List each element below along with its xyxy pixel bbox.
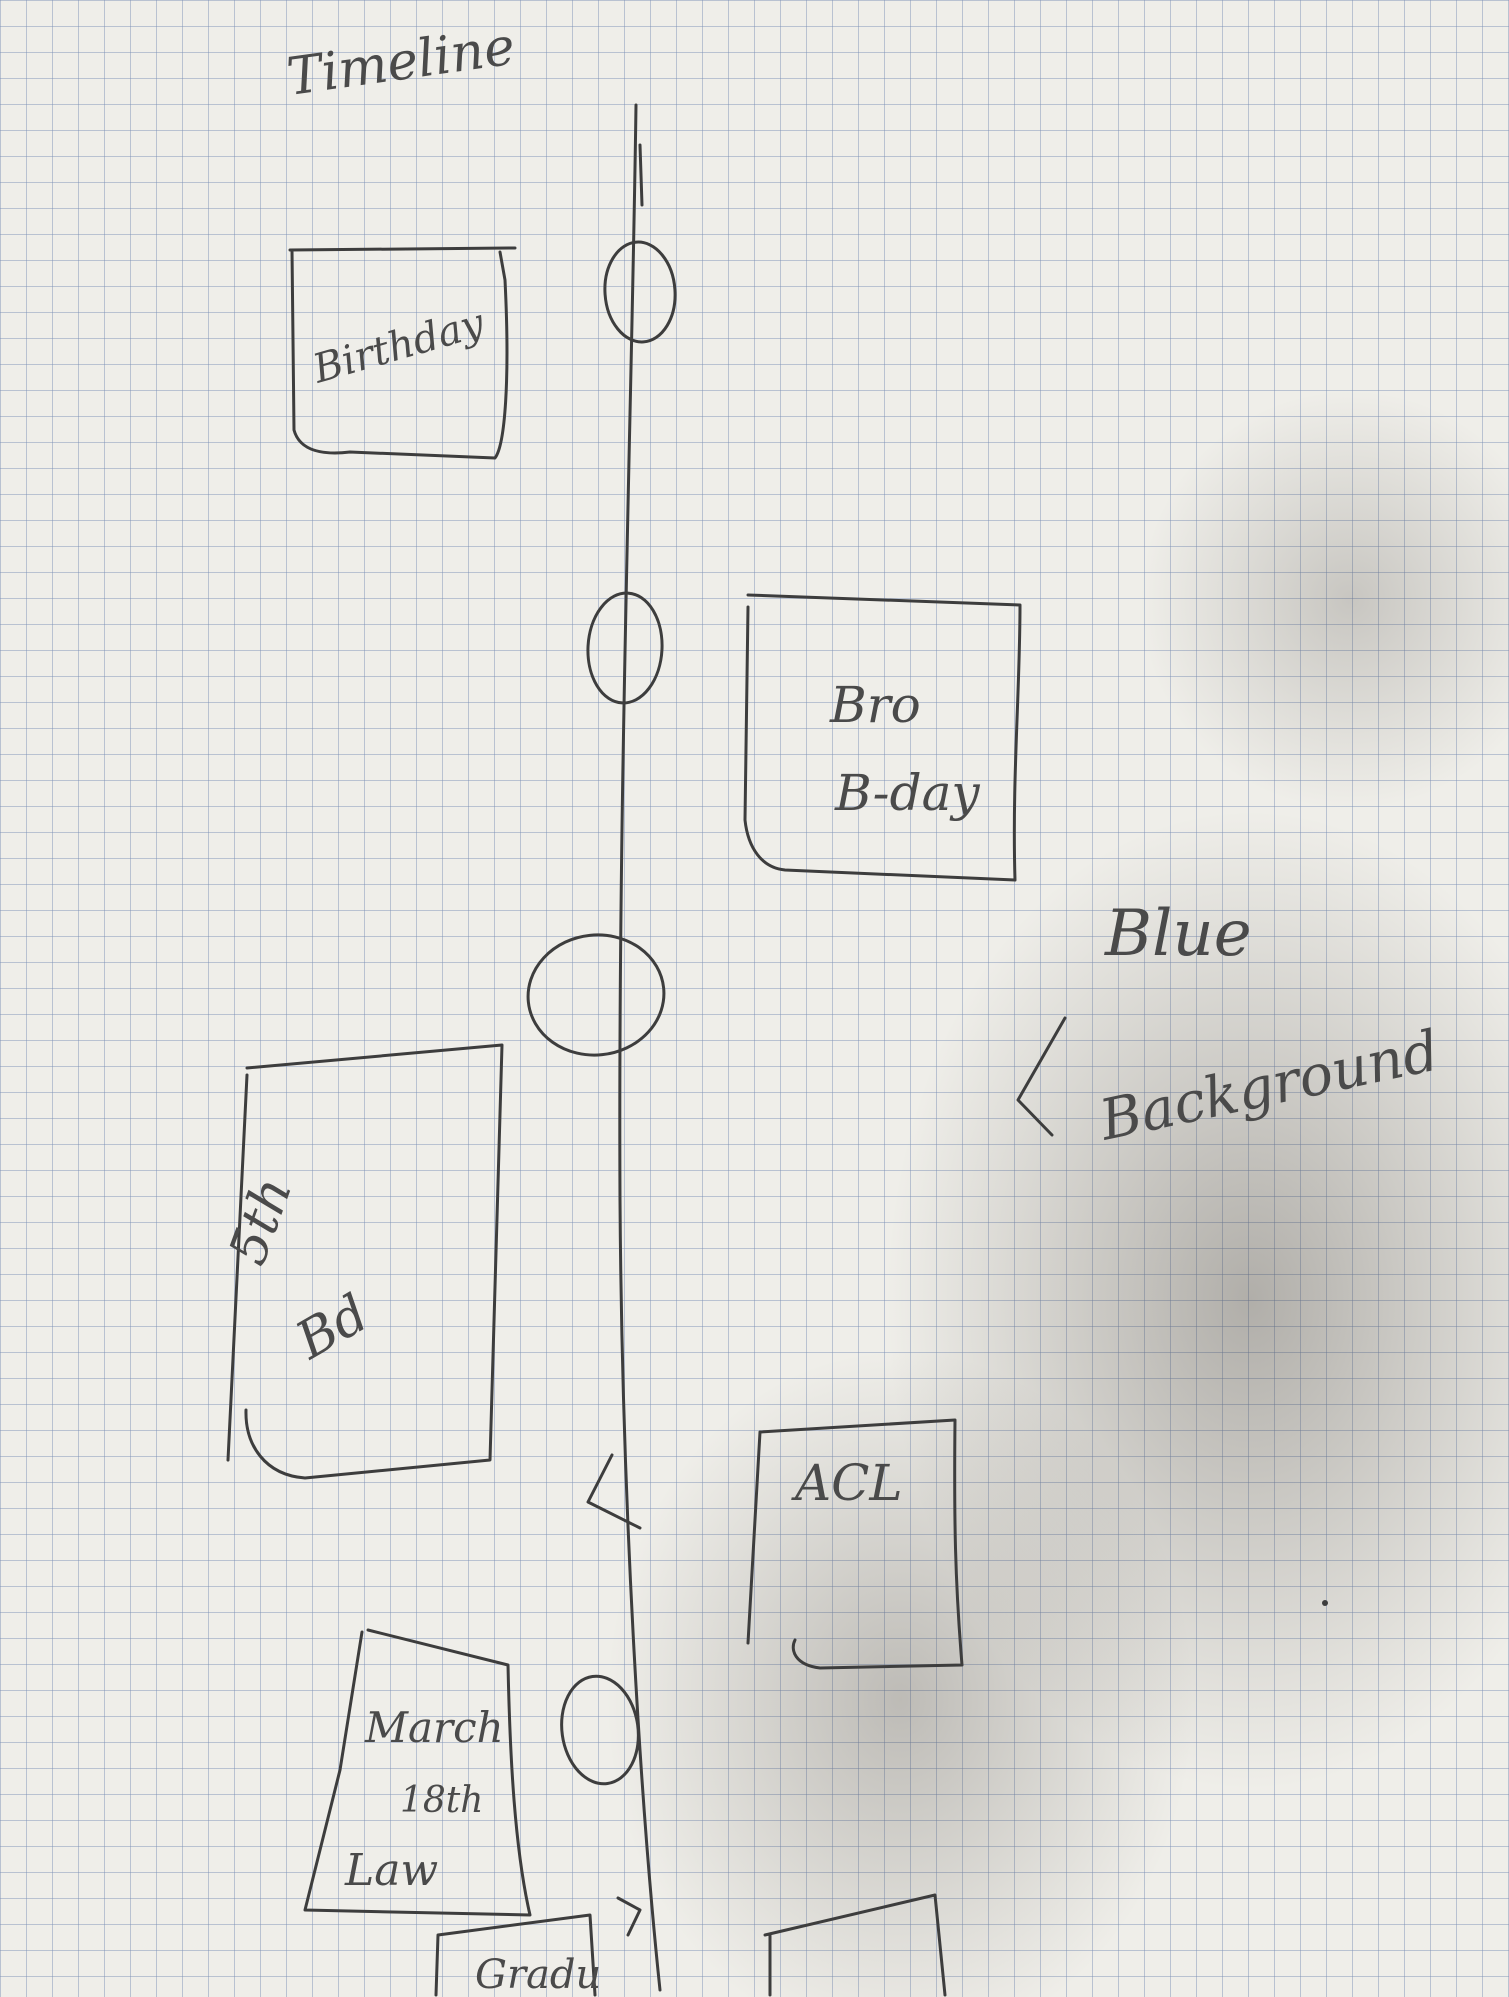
card-label: ACL xyxy=(791,1454,903,1512)
event-card-march-18th[interactable]: March 18th Law xyxy=(303,1628,532,1917)
card-label: Bd xyxy=(286,1284,379,1372)
card-label: Birthday xyxy=(307,300,490,393)
timeline-axis xyxy=(618,103,662,1992)
timeline-node[interactable] xyxy=(585,591,665,705)
event-card-grad[interactable]: Gradu xyxy=(434,1913,601,1997)
card-label: March xyxy=(364,1703,504,1752)
pencil-dot xyxy=(1322,1600,1328,1606)
note-arrow xyxy=(1016,1016,1067,1137)
timeline-node[interactable] xyxy=(602,240,679,345)
card-label: 18th xyxy=(400,1780,483,1821)
event-card-acl[interactable]: ACL xyxy=(746,1418,964,1670)
card-label: Bro xyxy=(829,676,921,734)
timeline-title: Timeline xyxy=(283,17,518,108)
card-label: B-day xyxy=(834,764,980,822)
card-label: Law xyxy=(344,1845,438,1896)
timeline-node[interactable] xyxy=(555,1671,645,1789)
card-label: 5th xyxy=(218,1170,304,1273)
axis-bottom-arrow xyxy=(616,1896,642,1937)
axis-top-tick xyxy=(638,143,644,207)
event-card-partial[interactable] xyxy=(763,1893,947,1997)
note-line-2: Background xyxy=(1093,1019,1444,1154)
event-card-bro-bday[interactable]: Bro B-day xyxy=(743,593,1022,882)
timeline-node[interactable] xyxy=(522,928,670,1062)
event-card-birthday[interactable]: Birthday xyxy=(288,246,517,460)
note-line-1: Blue xyxy=(1104,897,1252,971)
timeline-arrow-marker xyxy=(586,1453,642,1530)
background-note: Blue Background xyxy=(1016,897,1445,1154)
card-label: Gradu xyxy=(475,1952,601,1997)
event-card-5th-bd[interactable]: 5th Bd xyxy=(218,1043,504,1480)
